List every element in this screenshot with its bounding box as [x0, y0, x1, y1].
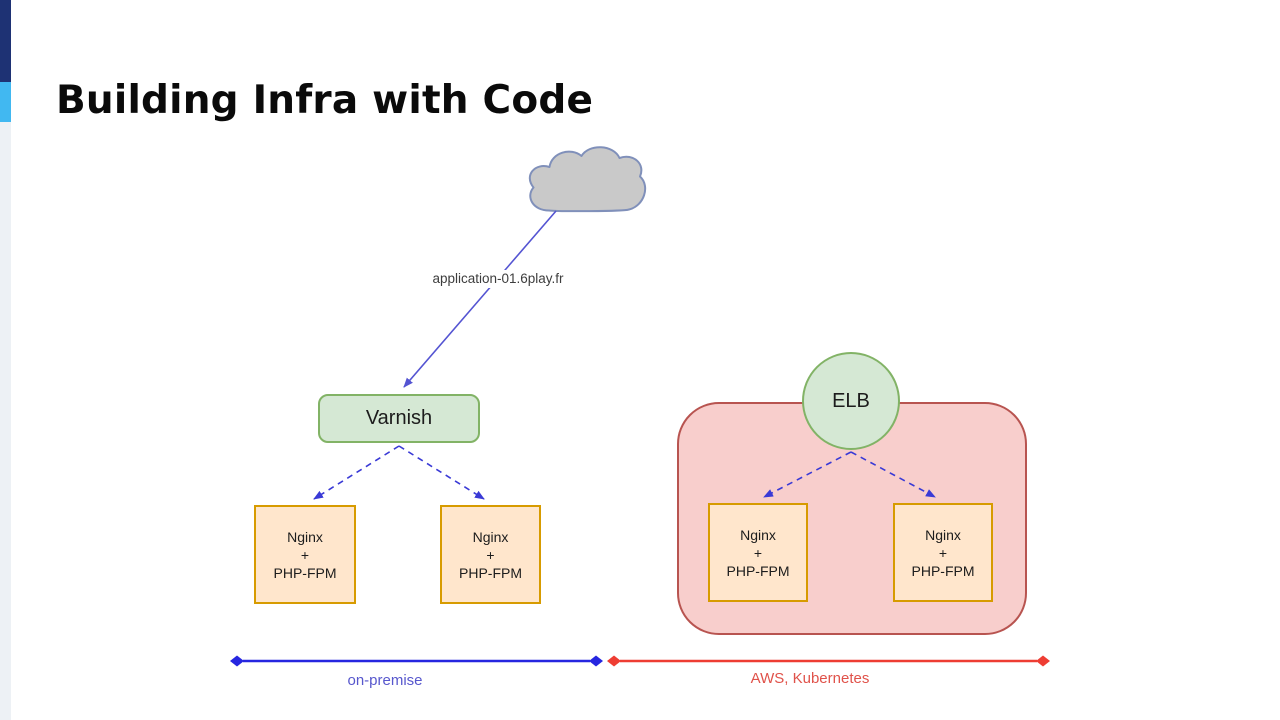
varnish-label: Varnish	[365, 407, 433, 429]
nginx-label-line: PHP-FPM	[726, 562, 790, 579]
connector-cloud-varnish	[403, 210, 557, 388]
nginx-node-aws-2: Nginx + PHP-FPM	[893, 503, 993, 602]
nginx-label-line: PHP-FPM	[273, 564, 337, 581]
nginx-label-line: Nginx	[472, 528, 509, 545]
cloud-icon	[528, 146, 647, 213]
nginx-node-onprem-2: Nginx + PHP-FPM	[440, 505, 541, 604]
nginx-label-line: +	[938, 544, 948, 561]
accent-bar-sky	[0, 82, 11, 122]
dns-label: application-01.6play.fr	[417, 270, 579, 288]
accent-bar-navy	[0, 0, 11, 82]
slide-title: Building Infra with Code	[56, 78, 594, 123]
nginx-label-line: PHP-FPM	[459, 564, 522, 581]
elb-label: ELB	[832, 389, 870, 412]
nginx-label-line: +	[486, 546, 495, 563]
nginx-node-aws-1: Nginx + PHP-FPM	[708, 503, 808, 602]
nginx-label-line: Nginx	[740, 526, 776, 543]
zone-diamond-aws-left	[607, 655, 621, 667]
nginx-label-line: PHP-FPM	[911, 562, 975, 579]
nginx-node-onprem-1: Nginx + PHP-FPM	[254, 505, 356, 604]
connector-elb-nginx4	[850, 451, 936, 498]
accent-bar-gray	[0, 122, 11, 720]
zone-diamond-onprem-right	[589, 655, 603, 667]
connector-varnish-nginx2	[398, 445, 485, 500]
zone-label-aws: AWS, Kubernetes	[750, 670, 870, 687]
nginx-label-line: Nginx	[287, 528, 323, 545]
zone-diamond-aws-right	[1036, 655, 1050, 667]
nginx-label-line: Nginx	[925, 526, 961, 543]
elb-node: ELB	[802, 352, 900, 450]
varnish-node: Varnish	[318, 394, 480, 443]
connector-elb-nginx3	[763, 451, 852, 498]
connector-varnish-nginx1	[313, 445, 400, 500]
nginx-label-line: +	[300, 546, 310, 563]
zone-diamond-onprem-left	[230, 655, 244, 667]
nginx-label-line: +	[753, 544, 763, 561]
zone-label-onprem: on-premise	[347, 672, 423, 689]
